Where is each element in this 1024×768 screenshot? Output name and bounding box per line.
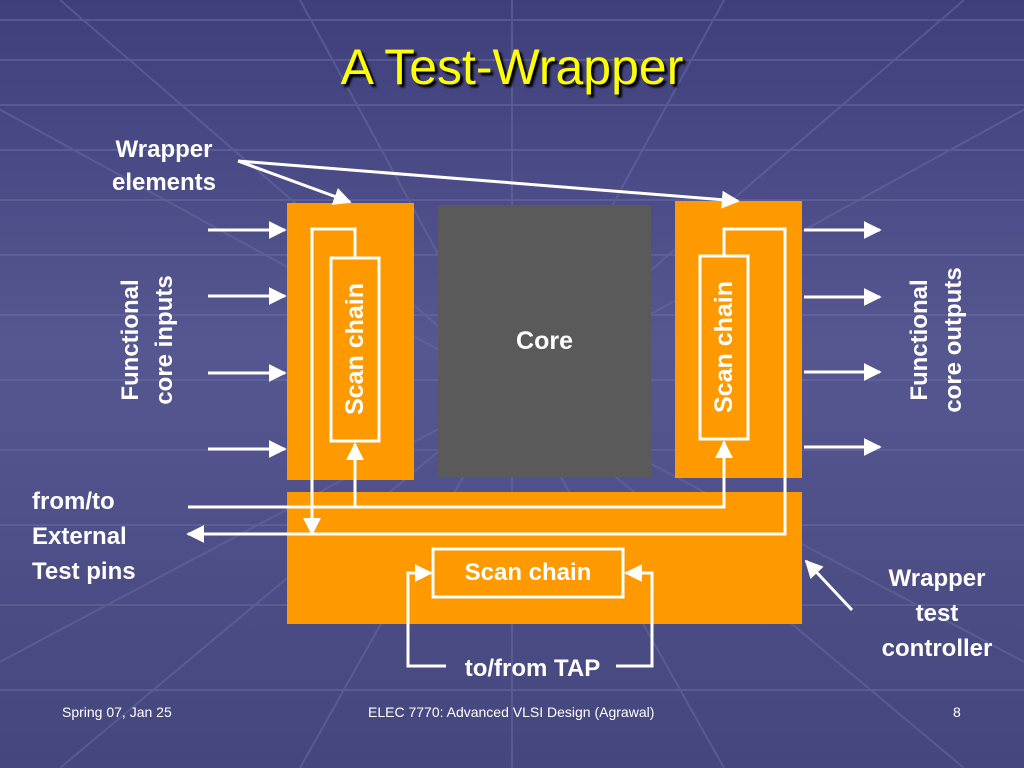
- functional-outputs-line-2: core outputs: [940, 267, 967, 413]
- left-wrapper-element: [287, 203, 414, 480]
- wrapper-elements-line-1: Wrapper: [115, 136, 213, 163]
- controller-scan-chain-label: Scan chain: [464, 559, 592, 586]
- functional-core-inputs-label: Functional core inputs: [114, 275, 182, 404]
- right-scan-chain-label: Scan chain: [710, 281, 738, 413]
- functional-inputs-line-2: core inputs: [151, 275, 178, 405]
- right-wrapper-element: [675, 201, 802, 478]
- external-test-pins-label: from/to External Test pins: [32, 484, 136, 589]
- core-block: [438, 205, 651, 477]
- controller-line-3: controller: [881, 635, 993, 662]
- functional-outputs-line-1: Functional: [906, 279, 933, 401]
- slide-title: A Test-Wrapper: [340, 39, 684, 95]
- external-line-1: from/to: [32, 488, 115, 515]
- footer-course: ELEC 7770: Advanced VLSI Design (Agrawal…: [368, 704, 655, 720]
- controller-line-1: Wrapper: [888, 565, 986, 592]
- left-scan-chain-label: Scan chain: [341, 283, 369, 415]
- page-number: 8: [953, 704, 961, 720]
- controller-line-2: test: [915, 600, 959, 627]
- controller-scan-chain-box: [431, 547, 625, 599]
- wrapper-test-controller-block: [287, 492, 802, 624]
- wrapper-test-controller-label: Wrapper test controller: [862, 561, 1012, 666]
- external-line-3: Test pins: [32, 558, 136, 585]
- functional-inputs-line-1: Functional: [117, 279, 144, 401]
- footer-date: Spring 07, Jan 25: [62, 704, 172, 720]
- tap-label: to/from TAP: [464, 655, 601, 682]
- wrapper-elements-line-2: elements: [111, 169, 217, 196]
- wrapper-elements-label: Wrapper elements: [96, 133, 232, 199]
- external-line-2: External: [32, 523, 127, 550]
- functional-core-outputs-label: Functional core outputs: [903, 267, 971, 412]
- core-label: Core: [516, 327, 573, 355]
